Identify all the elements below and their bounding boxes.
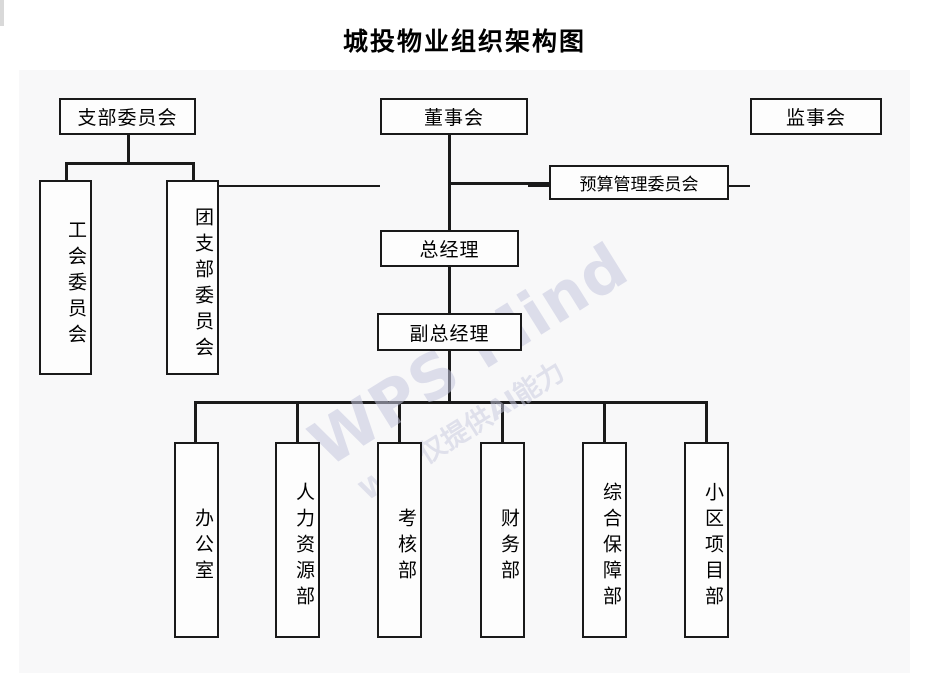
connector-board-to-budget bbox=[448, 182, 549, 185]
node-community-project[interactable]: 小区项目部 bbox=[684, 442, 729, 638]
node-finance[interactable]: 财务部 bbox=[480, 442, 525, 638]
node-comprehensive-support[interactable]: 综合保障部 bbox=[582, 442, 627, 638]
connector-deputy-stem bbox=[448, 350, 451, 402]
connector-branch-bar bbox=[65, 162, 195, 165]
connector-departments-bar bbox=[194, 401, 706, 404]
node-youth-league-branch-committee[interactable]: 团支部委员会 bbox=[166, 180, 219, 375]
node-human-resources[interactable]: 人力资源部 bbox=[275, 442, 320, 638]
scrollbar-artifact bbox=[0, 0, 4, 26]
connector-gm-to-deputy bbox=[448, 266, 451, 314]
node-budget-management-committee[interactable]: 预算管理委员会 bbox=[549, 165, 729, 200]
connector-drop-hr bbox=[296, 401, 299, 443]
node-assessment[interactable]: 考核部 bbox=[377, 442, 422, 638]
node-general-manager[interactable]: 总经理 bbox=[380, 230, 519, 267]
connector-drop-support bbox=[603, 401, 606, 443]
connector-drop-office bbox=[194, 401, 197, 443]
node-office[interactable]: 办公室 bbox=[174, 442, 219, 638]
page-title: 城投物业组织架构图 bbox=[342, 27, 586, 56]
node-deputy-general-manager[interactable]: 副总经理 bbox=[377, 313, 522, 351]
connector-branch-to-board bbox=[196, 185, 380, 187]
connector-branch-stem bbox=[127, 135, 130, 163]
connector-drop-union bbox=[65, 162, 68, 180]
connector-drop-league bbox=[192, 162, 195, 180]
node-labor-union-committee[interactable]: 工会委员会 bbox=[39, 180, 92, 375]
connector-drop-finance bbox=[501, 401, 504, 443]
org-chart-canvas: WPS Mind WPS仅提供AI能力 支部委员会 董事会 监事会 预算管理委员… bbox=[19, 70, 910, 673]
node-board-of-supervisors[interactable]: 监事会 bbox=[750, 98, 882, 135]
node-board-of-directors[interactable]: 董事会 bbox=[380, 98, 528, 135]
node-party-branch-committee[interactable]: 支部委员会 bbox=[59, 98, 196, 135]
connector-drop-assessment bbox=[398, 401, 401, 443]
connector-drop-community bbox=[705, 401, 708, 443]
